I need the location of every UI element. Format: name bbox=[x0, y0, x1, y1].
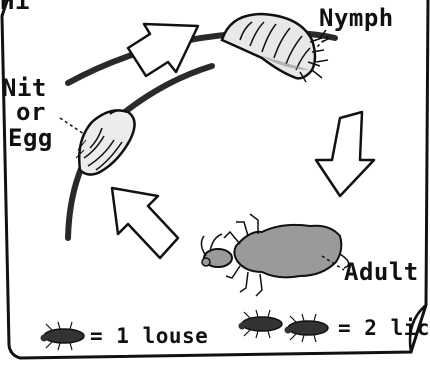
header-fragment: Hi bbox=[0, 0, 30, 15]
nit-label-line1: Nit bbox=[2, 76, 47, 100]
legend-one-louse: = 1 louse bbox=[90, 324, 208, 348]
legend-two-lice: = 2 lice bbox=[338, 316, 430, 340]
nymph-label: Nymph bbox=[319, 4, 394, 32]
paper-sheet bbox=[2, 0, 428, 358]
nit-label-line3: Egg bbox=[8, 125, 53, 151]
nit-label-line2: or bbox=[16, 100, 46, 124]
adult-label: Adult bbox=[344, 258, 419, 286]
